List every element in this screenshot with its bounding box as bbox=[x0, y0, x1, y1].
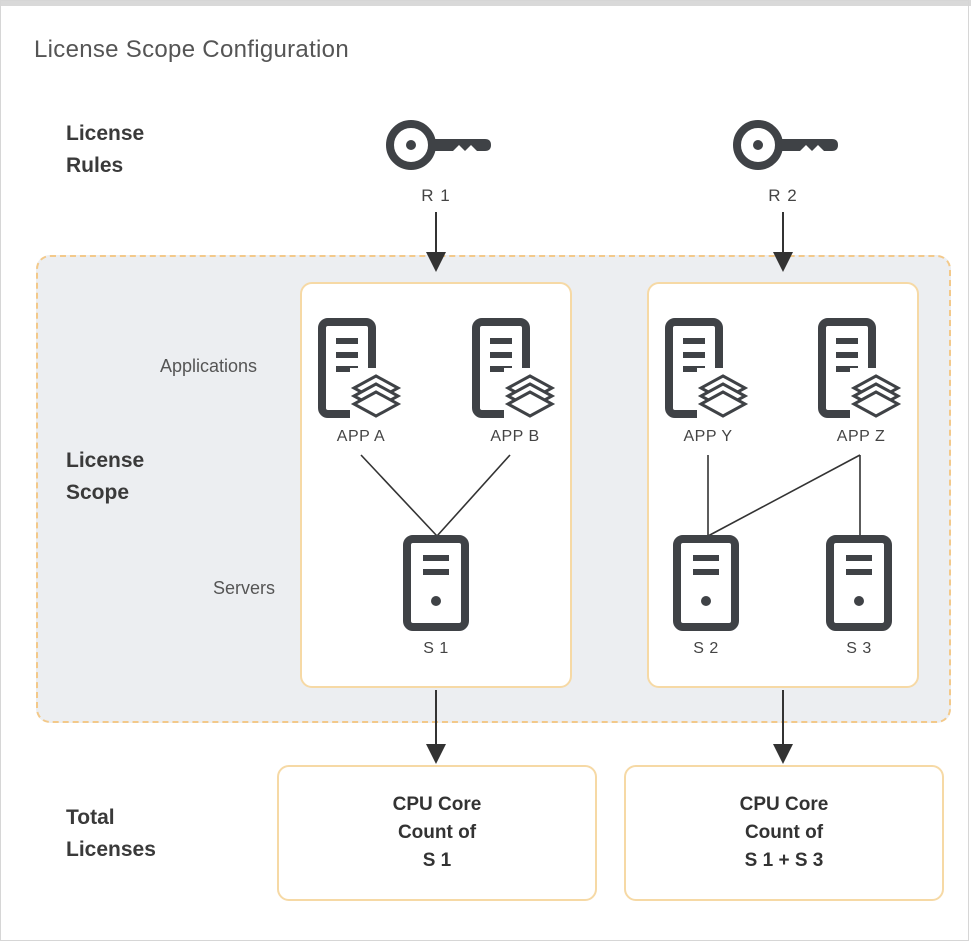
rule-label-r2: R 2 bbox=[768, 186, 798, 205]
row-label-total-licenses: Total Licenses bbox=[66, 802, 156, 866]
diagram-title: License Scope Configuration bbox=[34, 36, 349, 63]
total-box-r2: CPU Core Count of S 1 + S 3 bbox=[624, 765, 944, 901]
row-label-line: Licenses bbox=[66, 838, 156, 861]
row-label-line: Rules bbox=[66, 154, 124, 177]
app-label-y: APP Y bbox=[683, 428, 733, 445]
link-app-b-to-s1 bbox=[436, 454, 511, 537]
server-icon bbox=[673, 535, 739, 631]
server-label-s1: S 1 bbox=[423, 640, 449, 657]
total-line: Count of bbox=[397, 822, 477, 843]
total-box-r1: CPU Core Count of S 1 bbox=[277, 765, 597, 901]
total-line: S 1 + S 3 bbox=[744, 850, 824, 871]
application-icon bbox=[318, 318, 402, 420]
servers-label: Servers bbox=[213, 578, 276, 598]
server-label-s2: S 2 bbox=[693, 640, 719, 657]
server-label-s3: S 3 bbox=[846, 640, 872, 657]
total-line: Count of bbox=[744, 822, 824, 843]
app-label-a: APP A bbox=[336, 428, 386, 445]
application-icon bbox=[818, 318, 902, 420]
key-icon bbox=[733, 120, 838, 170]
top-edge bbox=[0, 0, 971, 6]
application-icon bbox=[665, 318, 749, 420]
total-line: CPU Core bbox=[392, 794, 482, 815]
applications-label: Applications bbox=[160, 356, 258, 376]
key-icon bbox=[386, 120, 491, 170]
total-line: CPU Core bbox=[739, 794, 829, 815]
row-label-license-rules: License Rules bbox=[66, 118, 144, 182]
server-icon bbox=[403, 535, 469, 631]
app-label-b: APP B bbox=[490, 428, 540, 445]
app-label-z: APP Z bbox=[836, 428, 886, 445]
row-label-line: License bbox=[66, 449, 145, 472]
total-line: S 1 bbox=[422, 850, 452, 871]
rule-label-r1: R 1 bbox=[421, 186, 451, 205]
application-icon bbox=[472, 318, 556, 420]
row-label-license-scope: License Scope bbox=[66, 445, 144, 509]
server-icon bbox=[826, 535, 892, 631]
link-app-a-to-s1 bbox=[360, 454, 438, 537]
row-label-line: Scope bbox=[66, 481, 130, 504]
link-app-z-to-s2 bbox=[707, 454, 861, 537]
row-label-line: License bbox=[66, 122, 145, 145]
row-label-line: Total bbox=[66, 806, 115, 829]
